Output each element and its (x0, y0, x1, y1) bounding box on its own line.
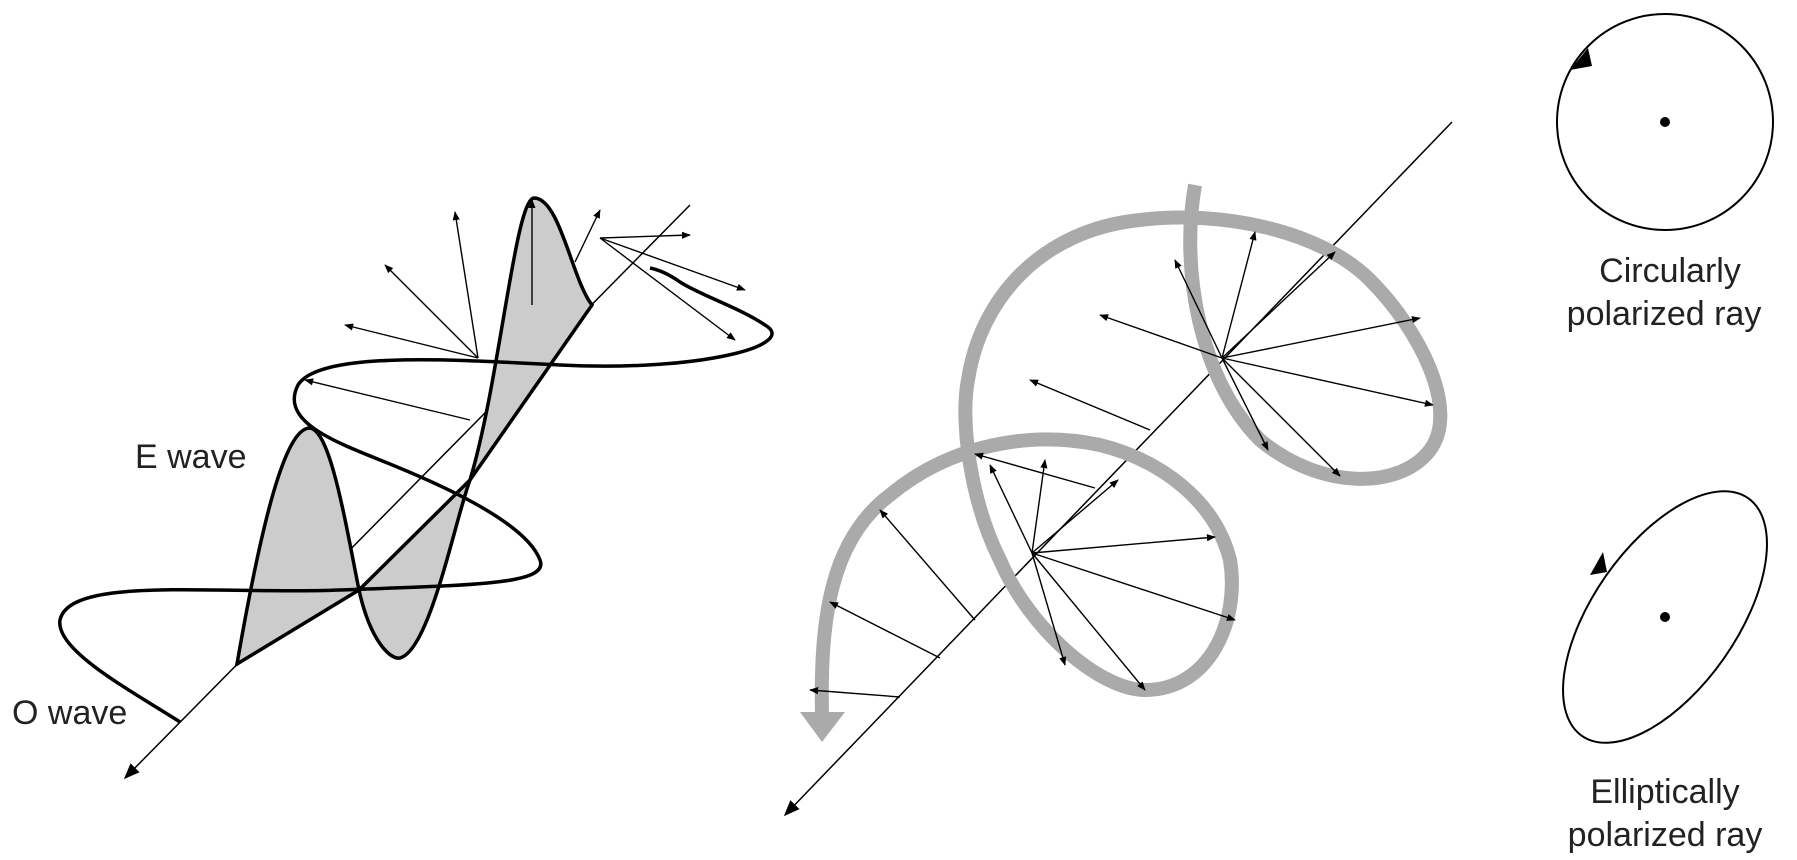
e-field-arrow (385, 265, 478, 358)
e-field-arrow (575, 210, 600, 262)
e-wave-label: E wave (135, 438, 247, 476)
e-field-arrow (600, 235, 690, 238)
o-wave-curve (60, 268, 772, 722)
e-field-arrow (1032, 460, 1045, 553)
e-wave-lobe-2 (359, 480, 470, 658)
circular-polarization-center-dot (1660, 117, 1670, 127)
circular-label-line-2: polarized ray (1567, 295, 1762, 333)
circular-direction-arrow (1570, 48, 1592, 70)
e-field-arrow (455, 212, 478, 358)
e-field-arrow (1222, 318, 1420, 358)
circular-label-line-1: Circularly (1599, 252, 1741, 290)
elliptical-direction-arrow (1590, 552, 1607, 575)
e-field-arrow (830, 602, 940, 658)
e-field-arrow (1222, 358, 1433, 405)
e-wave-lobe-1 (237, 428, 359, 664)
e-field-arrow (1032, 537, 1215, 553)
e-field-arrow (1222, 252, 1335, 358)
e-field-arrow (600, 238, 735, 340)
elliptical-label-line-1: Elliptically (1590, 773, 1739, 811)
circular-polarization-helix (785, 122, 1452, 815)
e-wave-lobe-3 (470, 198, 592, 480)
birefringence-waves: E wave O wave (12, 198, 772, 778)
e-field-arrow (1030, 380, 1150, 430)
e-field-arrow (600, 238, 745, 290)
elliptical-label-line-2: polarized ray (1568, 816, 1763, 854)
e-field-arrow (880, 510, 975, 620)
e-field-arrow (1032, 553, 1235, 620)
e-field-arrow (305, 380, 470, 420)
helix-band (822, 185, 1441, 715)
elliptical-polarization-center-dot (1660, 612, 1670, 622)
helix-band-arrowhead (800, 712, 845, 742)
circular-polarization-panel: Circularly polarized ray (1557, 14, 1773, 333)
elliptical-polarization-ellipse (1523, 457, 1797, 777)
e-field-arrow (345, 325, 478, 358)
o-wave-label: O wave (12, 694, 127, 732)
e-field-arrow (1222, 232, 1255, 358)
left-propagation-axis (125, 205, 690, 778)
elliptical-polarization-panel: Elliptically polarized ray (1523, 457, 1797, 854)
e-field-arrow (1032, 480, 1118, 553)
